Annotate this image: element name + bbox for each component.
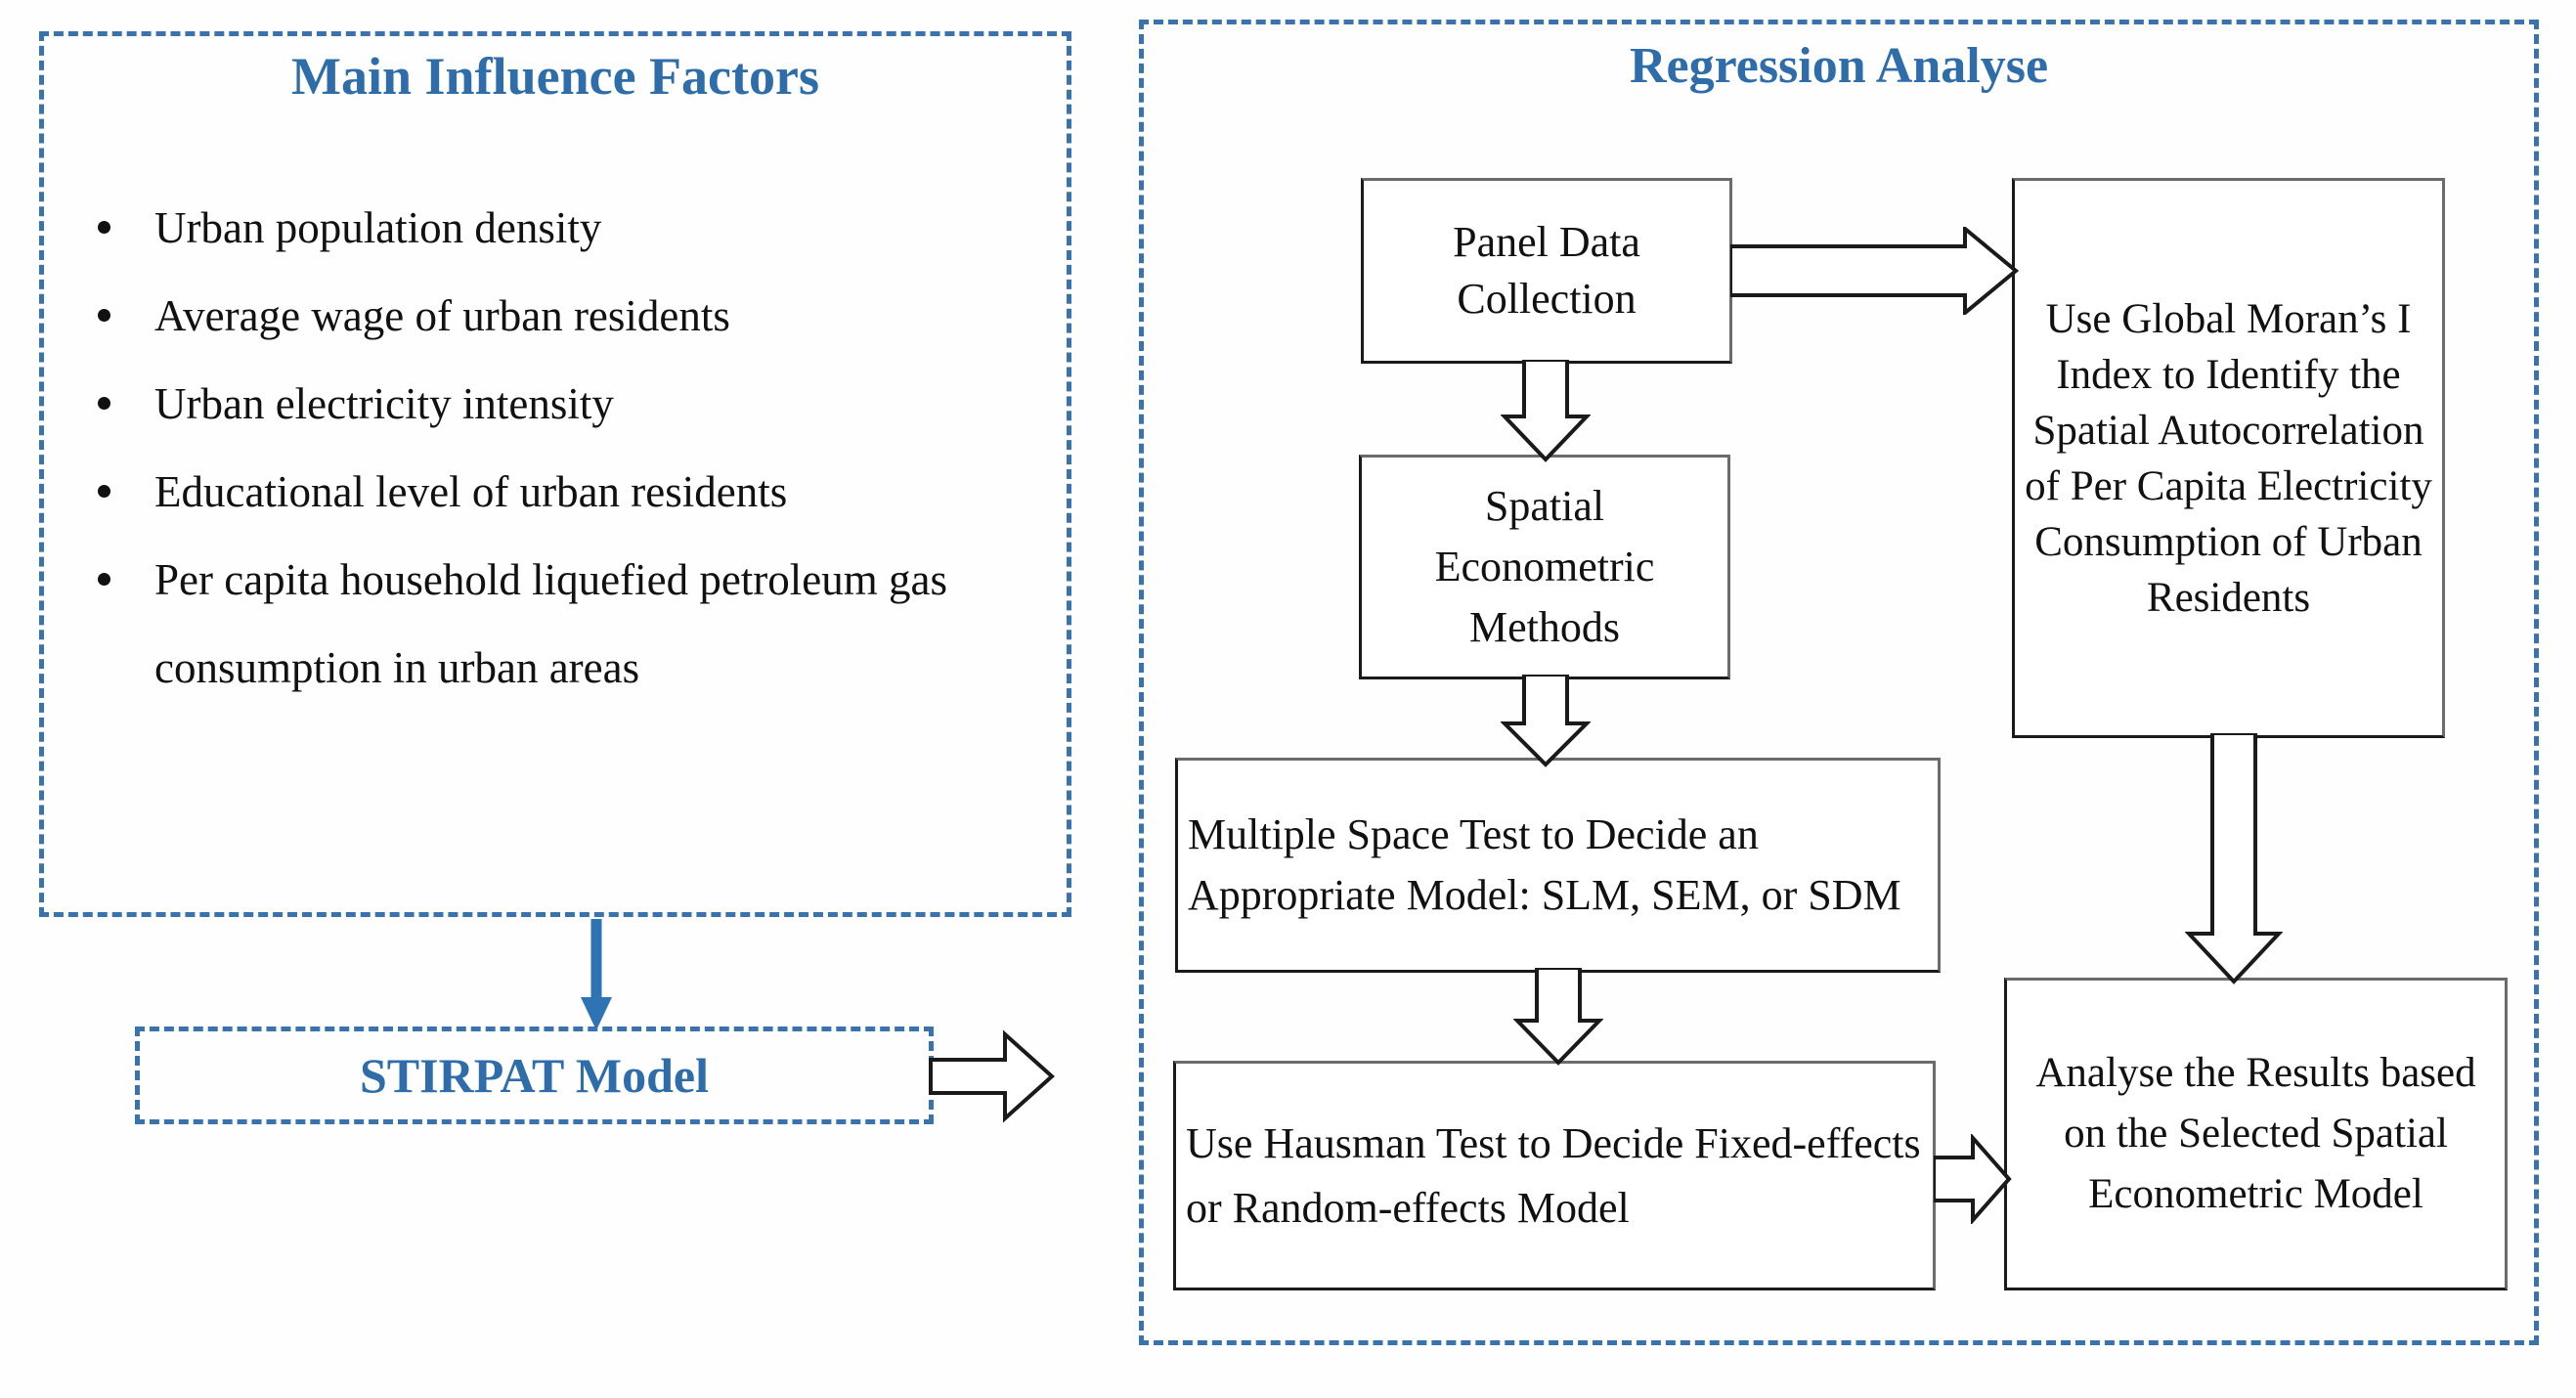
stirpat-model-box: STIRPAT Model [135,1027,934,1124]
factor-label: Urban electricity intensity [154,379,614,428]
arrow-panel-data-to-moran-icon [1730,227,2019,315]
bullet-dot-icon [98,573,110,586]
list-item: Urban electricity intensity [90,360,1028,448]
arrow-spatial-to-multiple-space-icon [1501,675,1591,767]
arrow-moran-to-analyse-icon [2185,733,2283,984]
factor-label: Per capita household liquefied petroleum… [154,555,948,692]
factor-label: Average wage of urban residents [154,291,730,340]
stirpat-to-regression-block-arrow-icon [929,1029,1055,1123]
factor-label: Urban population density [154,203,602,252]
regression-analyse-panel [1139,20,2539,1345]
node-label: Multiple Space Test to Decide an Appropr… [1188,810,1901,919]
list-item: Educational level of urban residents [90,448,1028,536]
arrow-multiple-space-to-hausman-icon [1513,968,1603,1066]
blue-down-arrow-icon [581,919,612,1030]
list-item: Per capita household liquefied petroleum… [90,536,1028,712]
stirpat-model-label: STIRPAT Model [360,1048,709,1103]
influence-factor-list: Urban population density Average wage of… [90,184,1028,712]
bullet-dot-icon [98,309,110,322]
list-item: Urban population density [90,184,1028,272]
node-spatial-econometric-methods: Spatial Econometric Methods [1359,455,1730,679]
node-label: Panel Data Collection [1453,218,1640,323]
left-panel-title: Main Influence Factors [291,47,819,106]
node-label: Use Hausman Test to Decide Fixed-effects… [1186,1118,1921,1232]
node-label: Analyse the Results based on the Selecte… [2035,1050,2476,1217]
right-panel-title: Regression Analyse [1629,38,2049,94]
list-item: Average wage of urban residents [90,272,1028,360]
bullet-dot-icon [98,397,110,410]
node-analyse-results: Analyse the Results based on the Selecte… [2004,978,2508,1290]
node-hausman-test: Use Hausman Test to Decide Fixed-effects… [1173,1061,1936,1290]
node-multiple-space-test: Multiple Space Test to Decide an Appropr… [1175,758,1941,973]
bullet-dot-icon [98,221,110,234]
factor-label: Educational level of urban residents [154,467,788,516]
arrow-hausman-to-analyse-icon [1934,1134,2012,1224]
node-panel-data-collection: Panel Data Collection [1361,178,1732,364]
node-label: Use Global Moran’s I Index to Identify t… [2025,295,2432,621]
main-influence-factors-panel [39,31,1071,917]
bullet-dot-icon [98,485,110,498]
arrow-panel-data-to-spatial-icon [1501,360,1591,462]
node-label: Spatial Econometric Methods [1434,482,1655,651]
node-global-moran-index: Use Global Moran’s I Index to Identify t… [2012,178,2445,738]
